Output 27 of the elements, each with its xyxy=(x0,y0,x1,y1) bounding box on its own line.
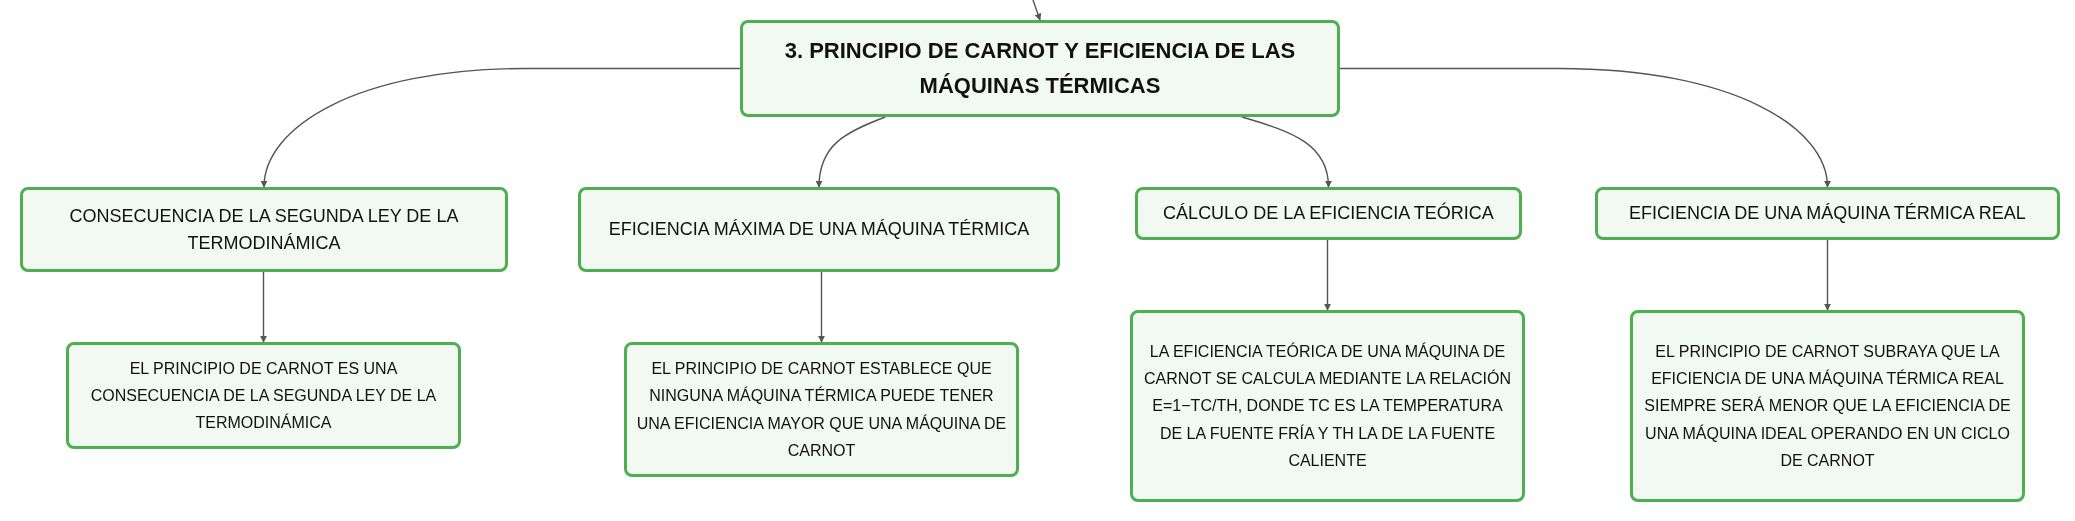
connector-line xyxy=(1241,116,1332,188)
subtopic-box xyxy=(1595,187,2060,240)
connector-line xyxy=(1032,0,1042,21)
connector-line xyxy=(818,271,825,343)
connector-line xyxy=(1824,239,1831,311)
subtopic-box xyxy=(20,187,508,272)
node-text: EFICIENCIA MÁXIMA DE UNA MÁQUINA TÉRMICA xyxy=(608,218,1030,242)
subtopic-box xyxy=(1135,187,1522,240)
node-text: CÁLCULO DE LA EFICIENCIA TEÓRICA xyxy=(1163,201,1494,226)
detail-box xyxy=(624,342,1019,477)
detail-box xyxy=(1130,310,1525,502)
node-text: EL PRINCIPIO DE CARNOT ES UNA CONSECUENCIA DE LA SEGUNDA LEY DE LA TERMODINÁMICA xyxy=(89,358,438,434)
connector-line xyxy=(260,271,267,343)
node-text: EL PRINCIPIO DE CARNOT SUBRAYA QUE LA EFICIENCIA DE UNA MÁQUINA TÉRMICA REAL SIEMPRE SERÁ MENOR QUE LA EFICIENCIA DE UNA MÁQUINA IDEAL OPERANDO EN UN CICLO DE CARNOT xyxy=(1643,342,2012,471)
node-text: EL PRINCIPIO DE CARNOT ESTABLECE QUE NINGUNA MÁQUINA TÉRMICA PUEDE TENER UNA EFICIENCIA MAYOR QUE UNA MÁQUINA DE CARNOT xyxy=(635,359,1008,461)
node-text: 3. PRINCIPIO DE CARNOT Y EFICIENCIA DE LAS MÁQUINAS TÉRMICAS xyxy=(783,37,1297,100)
topic-box xyxy=(740,20,1340,117)
connector-line xyxy=(815,116,886,188)
detail-box xyxy=(66,342,461,449)
node-text: LA EFICIENCIA TEÓRICA DE UNA MÁQUINA DE CARNOT SE CALCULA MEDIANTE LA RELACIÓN E=1−TC/TH, DONDE TC ES LA TEMPERATURA DE LA FUENTE FRÍA Y TH LA DE LA FUENTE CALIENTE xyxy=(1143,341,1512,471)
node-text: CONSECUENCIA DE LA SEGUNDA LEY DE LA TERMODINÁMICA xyxy=(68,205,460,255)
detail-box xyxy=(1630,310,2025,502)
connector-line xyxy=(1324,239,1331,311)
connector-line xyxy=(261,67,741,188)
node-text: EFICIENCIA DE UNA MÁQUINA TÉRMICA REAL xyxy=(1629,202,2026,226)
connector-line xyxy=(1339,67,1831,188)
subtopic-box xyxy=(578,187,1060,272)
